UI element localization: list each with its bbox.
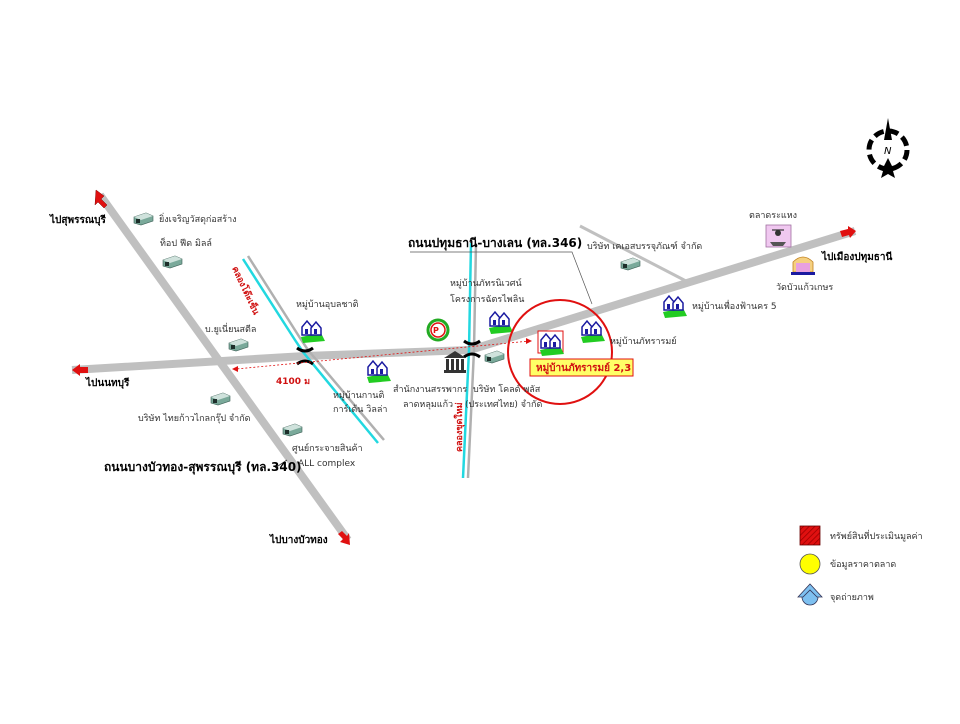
road-346-leader <box>410 251 593 305</box>
canal-to-sen <box>241 255 385 444</box>
place-label: หมู่บ้านภัทรารมย์ <box>610 335 677 347</box>
place-label: โครงการฉัตรไพลิน <box>450 294 524 305</box>
direction-suphanburi: ไปสุพรรณบุรี <box>49 213 106 226</box>
place-label: บ.ยูเนี่ยนสตีล <box>205 322 256 335</box>
market-icon <box>765 224 792 248</box>
distance-label: 4100 ม <box>276 377 310 387</box>
svg-text:P: P <box>433 326 439 335</box>
bridge-icon <box>463 339 481 359</box>
place-label: หมู่บ้านกานติ <box>333 390 384 401</box>
place-label: บริษัท ไทยก้าวไกลกรุ๊ป จำกัด <box>138 413 251 424</box>
north-compass-icon: N <box>866 118 910 178</box>
warehouse-icon <box>133 212 154 226</box>
village-icon <box>300 320 326 344</box>
place-label: ศูนย์กระจายสินค้า <box>292 442 363 454</box>
warehouse-icon <box>620 257 641 271</box>
road-346-label: ถนนปทุมธานี-บางเลน (ทล.346) <box>408 236 582 251</box>
place-label: ท็อป ฟีด มิลล์ <box>160 236 212 249</box>
legend-label: ข้อมูลราคาตลาด <box>830 559 896 570</box>
legend-label: จุดถ่ายภาพ <box>830 593 874 603</box>
place-label: ALL complex <box>298 459 356 469</box>
arrow-pathum-thani-icon <box>840 226 856 238</box>
warehouse-icon <box>210 392 231 406</box>
warehouse-icon <box>228 338 249 352</box>
village-icon <box>488 311 514 335</box>
arrow-nonthaburi-icon <box>72 364 88 376</box>
village-icon <box>366 360 392 384</box>
place-label: ตลาดระแหง <box>749 211 797 221</box>
road-346 <box>71 227 857 374</box>
legend: ทรัพย์สินที่ประเมินมูลค่า ข้อมูลราคาตลาด… <box>797 525 923 606</box>
legend-red-square-icon <box>799 525 821 546</box>
pt-gas-station-icon: P <box>426 318 450 342</box>
village-icon <box>580 320 606 344</box>
road-340-label: ถนนบางบัวทอง-สุพรรณบุรี (ทล.340) <box>104 460 302 475</box>
place-label: หมู่บ้านภัทรนิเวศน์ <box>450 277 522 289</box>
place-label: หมู่บ้านเพื่องฟ้านคร 5 <box>692 299 777 312</box>
arrow-suphanburi-icon <box>94 189 108 209</box>
canal-khut-mai <box>461 242 478 479</box>
subject-label: หมู่บ้านภัทรารมย์ 2,3 <box>536 362 631 375</box>
road-340 <box>96 192 352 543</box>
canal-khut-mai-label: คลองขุดใหม่ <box>453 402 465 452</box>
place-label: วัดบัวแก้วเกษร <box>776 282 833 293</box>
legend-yellow-circle-icon <box>799 553 821 575</box>
place-label: ลาดหลุมแก้ว <box>403 399 453 410</box>
road-340-leader <box>274 459 288 469</box>
government-building-icon <box>444 351 466 373</box>
warehouse-icon <box>484 350 505 364</box>
subject-property-icon <box>537 330 565 357</box>
place-label: หมู่บ้านอุบลชาติ <box>296 299 359 310</box>
subject-area-circle <box>507 299 613 405</box>
arrow-bang-bua-thong-icon <box>338 531 350 545</box>
distance-line <box>235 340 531 370</box>
direction-pathum-thani: ไปเมืองปทุมธานี <box>821 250 893 263</box>
place-label: การ์เด้น วิลล่า <box>333 403 387 415</box>
place-label: บริษัท เคเอสบรรจุภัณฑ์ จำกัด <box>587 240 702 252</box>
place-label: บริษัท โคลด์ พลัส <box>473 383 541 395</box>
legend-label: ทรัพย์สินที่ประเมินมูลค่า <box>830 529 923 542</box>
place-label: สำนักงานสรรพากร <box>393 384 467 395</box>
side-road <box>579 224 687 283</box>
legend-photo-point-icon <box>797 583 823 606</box>
place-label: ยิ่งเจริญวัสดุก่อสร้าง <box>159 212 237 225</box>
warehouse-icon <box>162 255 183 269</box>
direction-bang-bua-thong: ไปบางบัวทอง <box>269 533 328 546</box>
temple-icon <box>791 256 815 275</box>
place-label: (ประเทศไทย) จำกัด <box>465 399 542 410</box>
village-icon <box>662 295 688 319</box>
direction-nonthaburi: ไปนนทบุรี <box>85 376 130 389</box>
svg-text:N: N <box>884 146 892 157</box>
warehouse-icon <box>282 423 303 437</box>
subject-label-box <box>529 358 634 377</box>
